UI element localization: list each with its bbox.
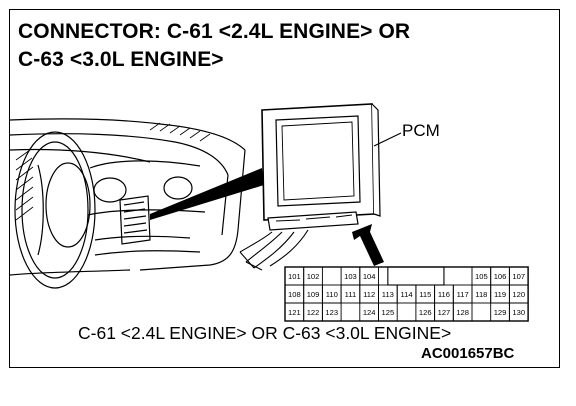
connector-pin-number: 117 xyxy=(457,290,469,299)
connector-face: 101 102 103 104 105 106 107 108 109 110 111 112 113 1… xyxy=(284,266,529,322)
connector-pin-number: 112 xyxy=(363,290,375,299)
connector-pin-number: 126 xyxy=(419,308,432,317)
connector-pin-number: 111 xyxy=(345,290,357,299)
connector-pin-number: 116 xyxy=(438,290,450,299)
connector-pin-number: 113 xyxy=(382,290,394,299)
connector-pin-number: 104 xyxy=(363,272,376,281)
connector-pin-number: 122 xyxy=(307,308,320,317)
connector-pin-cell xyxy=(321,302,342,322)
connector-pin-number: 130 xyxy=(512,308,525,317)
connector-caption: C-61 <2.4L ENGINE> OR C-63 <3.0L ENGINE> xyxy=(78,323,452,343)
connector-pin-number: 105 xyxy=(475,272,488,281)
connector-pin-number: 108 xyxy=(288,290,301,299)
connector-pin-number: 102 xyxy=(307,272,320,281)
connector-pin-number: 129 xyxy=(494,308,507,317)
connector-pin-number: 125 xyxy=(382,308,395,317)
connector-pin-number: 121 xyxy=(288,308,301,317)
connector-pin-number: 127 xyxy=(438,308,451,317)
pcm-label: PCM xyxy=(402,121,440,140)
connector-pin-number: 119 xyxy=(494,290,506,299)
connector-pin-number: 114 xyxy=(400,290,412,299)
connector-pin-number: 128 xyxy=(456,308,469,317)
connector-pin-number: 101 xyxy=(288,272,301,281)
connector-pin-number: 103 xyxy=(344,272,357,281)
pcm-leader-line xyxy=(373,132,402,147)
connector-pin-number: 107 xyxy=(512,272,525,281)
connector-pin-number: 106 xyxy=(494,272,507,281)
connector-pin-number: 109 xyxy=(307,290,320,299)
leader-wedge xyxy=(150,168,264,220)
connector-pin-number: 123 xyxy=(325,308,338,317)
title-line-1: CONNECTOR: C-61 <2.4L ENGINE> OR xyxy=(18,20,411,43)
connector-pin-number: 120 xyxy=(512,290,525,299)
connector-pin-number: 118 xyxy=(475,290,487,299)
connector-pin-number: 110 xyxy=(326,290,338,299)
wire-harness xyxy=(239,229,309,271)
connector-pin-number: 124 xyxy=(363,308,376,317)
diagram-title: CONNECTOR: C-61 <2.4L ENGINE> OR C-63 <3… xyxy=(18,18,518,74)
connector-latch xyxy=(387,266,445,286)
figure-code: AC001657BC xyxy=(421,345,515,362)
connector-arrow xyxy=(352,224,384,266)
connector-pin-cell xyxy=(378,302,398,322)
pcm-unit xyxy=(261,103,381,231)
connector-pin-cell xyxy=(508,302,529,322)
connector-pin-cell xyxy=(452,302,473,322)
dashboard-drawing xyxy=(9,118,246,289)
title-line-2: C-63 <3.0L ENGINE> xyxy=(18,48,224,71)
connector-pin-number: 115 xyxy=(419,290,431,299)
